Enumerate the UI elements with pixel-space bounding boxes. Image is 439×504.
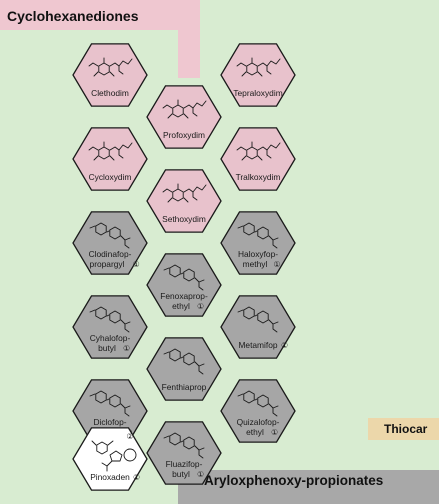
cyhalofop-circled-mark: ① <box>123 344 130 353</box>
clethodim-label: Clethodim <box>91 88 129 98</box>
hex-quizalofop: Quizalofop-ethyl ① <box>221 380 295 442</box>
cyhalofop-label-line2: butyl <box>98 343 116 353</box>
hex-tepraloxydim: Tepraloxydim <box>221 44 295 106</box>
hex-cycloxydim: Cycloxydim <box>73 128 147 190</box>
hex-tralkoxydim: Tralkoxydim <box>221 128 295 190</box>
hex-sethoxydim: Sethoxydim <box>147 170 221 232</box>
haloxyfop-circled-mark: ① <box>273 260 280 269</box>
clodinafop-label-line2: propargyl <box>90 259 125 269</box>
hex-haloxyfop: Haloxyfop-methyl ① <box>221 212 295 274</box>
haloxyfop-label-line2: methyl <box>243 259 268 269</box>
fenthiaprop-label: Fenthiaprop <box>162 382 207 392</box>
hex-clodinafop: Clodinafop-propargyl ① <box>73 212 147 274</box>
quizalofop-label-line2: ethyl <box>246 427 264 437</box>
fluazifop-label-line2: butyl <box>172 469 190 479</box>
hex-profoxydim: Profoxydim <box>147 86 221 148</box>
profoxydim-label: Profoxydim <box>163 130 205 140</box>
hex-metamifop: Metamifop ① <box>221 296 295 358</box>
hex-cyhalofop: Cyhalofop-butyl ① <box>73 296 147 358</box>
quizalofop-label-line1: Quizalofop- <box>237 417 280 427</box>
hex-clethodim: Clethodim <box>73 44 147 106</box>
metamifop-circled-mark: ① <box>281 341 288 350</box>
clodinafop-circled-mark: ① <box>133 260 140 269</box>
tepraloxydim-label: Tepraloxydim <box>233 88 282 98</box>
diclofop-label-line1: Diclofop- <box>93 417 126 427</box>
fluazifop-circled-mark: ① <box>197 470 204 479</box>
cyhalofop-label-line1: Cyhalofop- <box>90 333 131 343</box>
hex-fluazifop: Fluazifop-butyl ① <box>147 422 221 484</box>
fluazifop-label-line1: Fluazifop- <box>166 459 203 469</box>
pinoxaden-label: Pinoxaden <box>90 472 130 482</box>
clodinafop-label-line1: Clodinafop- <box>89 249 132 259</box>
tralkoxydim-label: Tralkoxydim <box>236 172 281 182</box>
sethoxydim-label: Sethoxydim <box>162 214 206 224</box>
hex-fenthiaprop: Fenthiaprop <box>147 338 221 400</box>
hex-fenoxaprop: Fenoxaprop-ethyl ① <box>147 254 221 316</box>
pinoxaden-circled-mark-top: ② <box>126 432 133 441</box>
fenoxaprop-circled-mark: ① <box>197 302 204 311</box>
haloxyfop-label-line1: Haloxyfop- <box>238 249 278 259</box>
fenoxaprop-label-line1: Fenoxaprop- <box>160 291 208 301</box>
fenoxaprop-label-line2: ethyl <box>172 301 190 311</box>
cycloxydim-label: Cycloxydim <box>89 172 132 182</box>
quizalofop-circled-mark: ① <box>271 428 278 437</box>
metamifop-label: Metamifop <box>238 340 277 350</box>
pinoxaden-circled-mark: ① <box>133 473 140 482</box>
